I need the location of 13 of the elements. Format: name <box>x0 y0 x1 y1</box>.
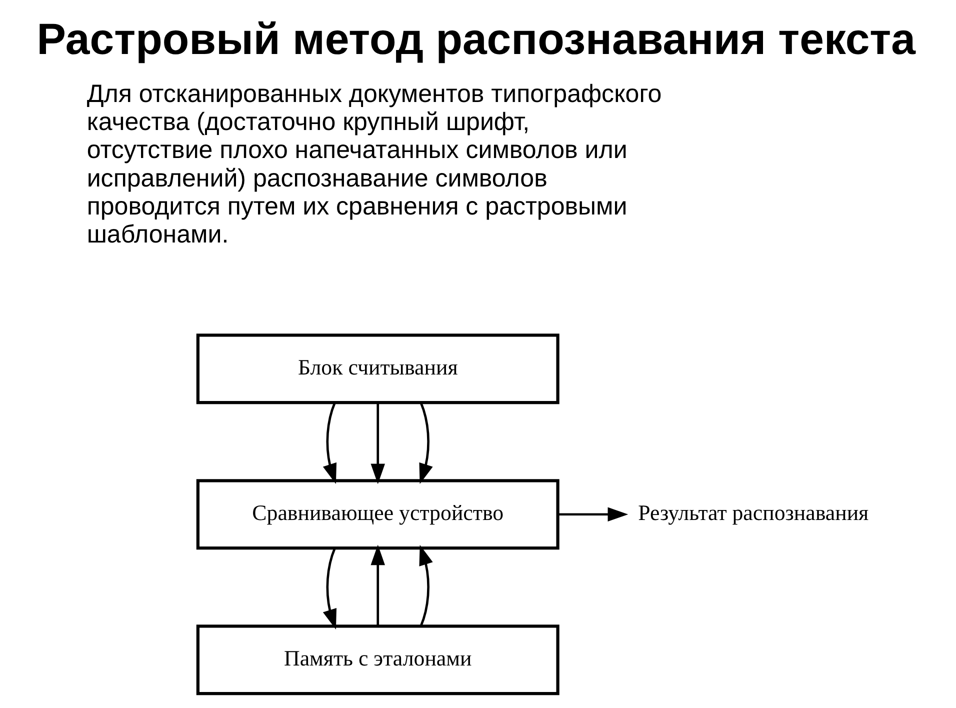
arrow <box>370 402 385 484</box>
node-box: Память с эталонами <box>196 624 560 696</box>
node-box: Блок считывания <box>196 334 560 404</box>
arrow <box>558 507 628 522</box>
arrow <box>419 544 433 627</box>
diagram-title: Растровый метод распознавания текста <box>36 15 916 64</box>
label: Для отсканированных документов типографского качества (достаточно крупный шрифт, отсутствие плохо напечатанных символов или исправлений) распознавание символов проводится путем их сравнения с растровыми шаблонами. <box>86 80 662 249</box>
arrow <box>419 402 433 484</box>
node-text: Результат распознавания <box>638 500 869 526</box>
node-box: Сравнивающее устройство <box>196 479 560 550</box>
arrow <box>322 402 336 484</box>
arrow <box>322 548 336 630</box>
arrow <box>370 544 385 626</box>
